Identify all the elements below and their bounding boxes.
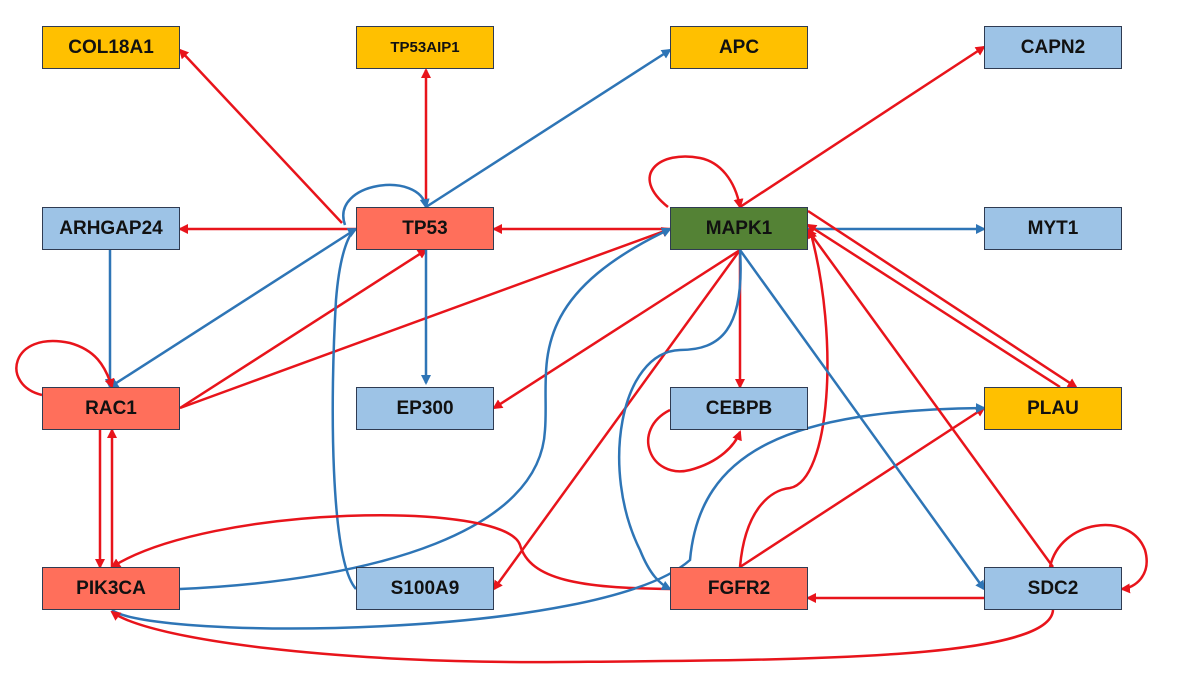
node-label: MAPK1 [705, 217, 773, 239]
node-sdc2[interactable]: SDC2 [984, 567, 1122, 610]
edge-sdc2-to-mapk1 [806, 228, 1055, 568]
node-label: APC [718, 36, 760, 58]
node-apc[interactable]: APC [670, 26, 808, 69]
edge-plau-to-mapk1 [806, 223, 1061, 389]
node-label: ARHGAP24 [59, 217, 163, 239]
edge-mapk1-to-ep300 [492, 248, 741, 410]
edge-mapk1-to-s100a9 [492, 249, 742, 591]
node-label: SDC2 [1027, 577, 1079, 599]
edge-pik3ca-to-plau [111, 403, 986, 630]
edge-fgfr2-to-pik3ca [110, 514, 671, 591]
edge-pik3ca-to-mapk1 [179, 227, 672, 591]
node-label: RAC1 [85, 397, 137, 419]
edge-tp53-to-col18a1 [178, 48, 343, 224]
node-label: CEBPB [705, 397, 773, 419]
edge-tp53-to-tp53 [342, 183, 430, 226]
edge-mapk1-to-mapk1 [648, 155, 744, 209]
edge-mapk1-to-plau [807, 209, 1078, 389]
node-label: TP53 [402, 217, 448, 239]
node-label: S100A9 [390, 577, 460, 599]
node-label: MYT1 [1027, 217, 1079, 239]
edge-tp53-to-rac1 [108, 227, 357, 389]
node-tp53aip1[interactable]: TP53AIP1 [356, 26, 494, 69]
node-col18a1[interactable]: COL18A1 [42, 26, 180, 69]
node-fgfr2[interactable]: FGFR2 [670, 567, 808, 610]
node-pik3ca[interactable]: PIK3CA [42, 567, 180, 610]
edge-s100a9-to-tp53 [331, 227, 358, 590]
edge-fgfr2-to-plau [739, 406, 986, 569]
node-label: EP300 [396, 397, 454, 419]
edge-mapk1-to-capn2 [739, 45, 986, 209]
node-rac1[interactable]: RAC1 [42, 387, 180, 430]
node-label: CAPN2 [1020, 36, 1086, 58]
node-capn2[interactable]: CAPN2 [984, 26, 1122, 69]
node-label: PLAU [1027, 397, 1079, 419]
edge-fgfr2-to-mapk1 [738, 228, 829, 568]
edge-cebpb-to-cebpb [647, 408, 742, 473]
edge-rac1-to-tp53 [179, 248, 428, 410]
node-label: PIK3CA [76, 577, 146, 599]
node-label: FGFR2 [707, 577, 771, 599]
node-label: TP53AIP1 [390, 39, 460, 56]
edge-mapk1-to-fgfr2 [617, 249, 742, 591]
node-label: COL18A1 [68, 36, 154, 58]
node-plau[interactable]: PLAU [984, 387, 1122, 430]
node-ep300[interactable]: EP300 [356, 387, 494, 430]
edge-layer [15, 45, 1148, 664]
node-mapk1[interactable]: MAPK1 [670, 207, 808, 250]
edge-sdc2-to-sdc2 [1048, 524, 1148, 594]
node-arhgap24[interactable]: ARHGAP24 [42, 207, 180, 250]
edge-mapk1-to-sdc2 [738, 249, 986, 591]
node-cebpb[interactable]: CEBPB [670, 387, 808, 430]
node-s100a9[interactable]: S100A9 [356, 567, 494, 610]
edge-rac1-to-rac1 [15, 339, 115, 397]
edge-sdc2-to-pik3ca [110, 609, 1055, 664]
edge-tp53-to-apc [425, 48, 672, 209]
node-myt1[interactable]: MYT1 [984, 207, 1122, 250]
node-tp53[interactable]: TP53 [356, 207, 494, 250]
